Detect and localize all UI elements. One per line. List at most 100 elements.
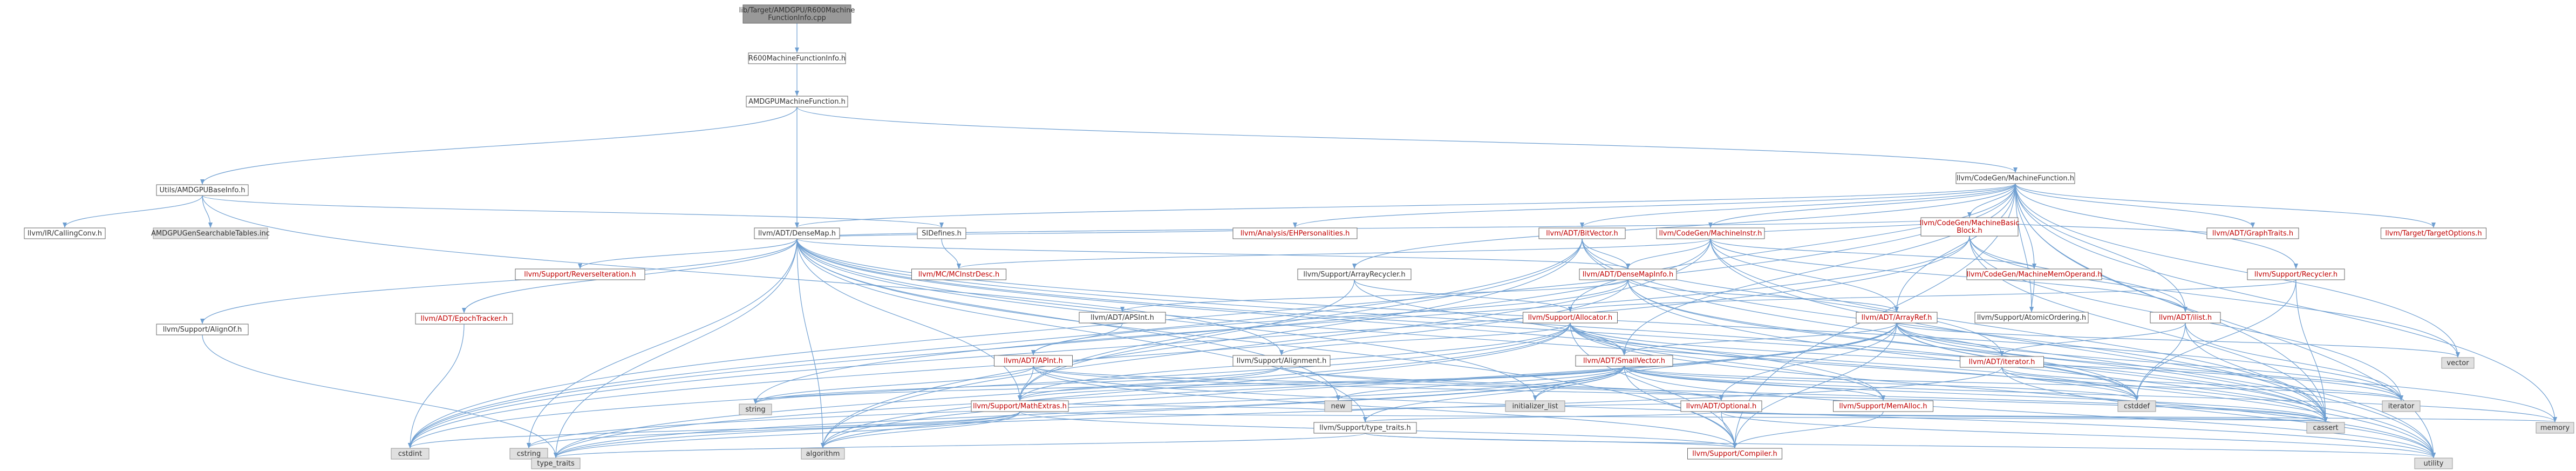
node-mcinstrdesc[interactable]: llvm/MC/MCInstrDesc.h [911,268,1006,280]
edge-mathextras-to-cstdint [408,411,1020,448]
node-mathextras[interactable]: llvm/Support/MathExtras.h [971,400,1069,412]
node-apsint[interactable]: llvm/ADT/APSInt.h [1079,312,1166,324]
edge-recycler-to-cassert [2295,279,2328,422]
node-typetraitsh[interactable]: llvm/Support/type_traits.h [1313,422,1417,434]
node-iterator-label: llvm/ADT/iterator.h [1969,358,2035,366]
edge-arrayref-to-smallvector [1622,322,1897,355]
edge-densemap-to-cstring [527,238,798,448]
node-reverseiter[interactable]: llvm/Support/ReverseIteration.h [515,268,645,280]
node-targetoptions[interactable]: llvm/Target/TargetOptions.h [2381,227,2486,239]
edge-mmo-to-atomicordering [2029,279,2035,312]
edge-optional-to-memory [1721,411,2557,422]
edge-bitvector-to-utility [1582,238,2436,458]
node-compiler[interactable]: llvm/Support/Compiler.h [1687,448,1782,460]
node-r600mfi-box [748,52,846,64]
node-graphtraits[interactable]: llvm/ADT/GraphTraits.h [2206,227,2299,239]
edge-ilist-to-cassert [2185,322,2328,422]
node-memalloc-box [1833,400,1933,412]
node-root: lib/Target/AMDGPU/R600MachineFunctionInf… [739,4,855,24]
edge-densemap-to-cstddef [796,238,2139,401]
node-machineinstr[interactable]: llvm/CodeGen/MachineInstr.h [1656,227,1765,239]
node-alignment[interactable]: llvm/Support/Alignment.h [1232,355,1331,367]
node-vector-label: vector [2446,359,2469,367]
node-bitvector[interactable]: llvm/ADT/BitVector.h [1538,227,1626,239]
node-ehpers[interactable]: llvm/Analysis/EHPersonalities.h [1232,227,1358,239]
edge-alignment-to-optional [1281,366,1723,401]
edge-smallvector-to-initlist [1533,366,1625,401]
node-apsint-box [1079,312,1166,324]
node-root-label: FunctionInfo.cpp [768,14,826,22]
edge-smallvector-to-compiler [1624,366,1737,448]
edge-arrayref-to-compiler [1733,322,1897,448]
node-arrayref[interactable]: llvm/ADT/ArrayRef.h [1856,312,1938,324]
node-sidefines[interactable]: SIDefines.h [917,227,966,239]
edge-arrayref-to-typetraits [554,322,1897,458]
edge-typetraitsh-to-typetraits [554,433,1366,458]
edge-mbb-to-vector [1969,236,2460,358]
node-bitvector-label: llvm/ADT/BitVector.h [1546,230,1618,238]
edge-optional-to-cassert [1721,411,2327,422]
node-iterator[interactable]: llvm/ADT/iterator.h [1960,356,2044,368]
edge-alignment-to-mathextras [1018,366,1282,401]
node-utilsbase-label: Utils/AMDGPUBaseInfo.h [160,186,246,194]
node-densemapinfo[interactable]: llvm/ADT/DenseMapInfo.h [1579,268,1677,280]
node-ilist-box [2150,312,2221,324]
node-ilist-label: llvm/ADT/ilist.h [2159,314,2212,322]
node-machinefunction-label: llvm/CodeGen/MachineFunction.h [1957,174,2074,183]
node-arrayrecycler-box [1297,268,1412,280]
edge-arrayref-to-memory [1896,322,2557,422]
node-ilist[interactable]: llvm/ADT/ilist.h [2150,312,2221,324]
node-initlist: initializer_list [1505,400,1565,412]
node-optional[interactable]: llvm/ADT/Optional.h [1680,400,1762,412]
node-alignof[interactable]: llvm/Support/AlignOf.h [156,324,249,335]
node-typetraits: type_traits [531,457,581,469]
node-atomicordering-box [1974,312,2089,324]
node-densemap[interactable]: llvm/ADT/DenseMap.h [754,227,840,239]
edge-ilist-to-iteratorstd [2185,322,2403,401]
node-utility-label: utility [2424,460,2444,468]
edge-mathextras-to-algorithm [821,411,1020,448]
node-cstdint: cstdint [391,448,430,460]
node-atomicordering[interactable]: llvm/Support/AtomicOrdering.h [1974,312,2089,324]
node-vector: vector [2441,357,2475,369]
node-apint-box [994,355,1073,367]
node-smallvector[interactable]: llvm/ADT/SmallVector.h [1575,355,1673,367]
node-amdgpumf[interactable]: AMDGPUMachineFunction.h [746,96,848,107]
node-cstddef-box [2117,400,2156,412]
node-recycler[interactable]: llvm/Support/Recycler.h [2247,268,2345,280]
node-utilsbase[interactable]: Utils/AMDGPUBaseInfo.h [156,184,249,196]
edge-bitvector-to-cstdint [408,238,1583,448]
edge-mbb-to-densemap [795,217,1970,239]
node-cstring: cstring [509,448,548,460]
node-callingconv[interactable]: llvm/IR/CallingConv.h [24,227,106,239]
edge-densemapinfo-to-cassert [1627,279,2328,422]
edge-recycler-to-cstddef [2135,279,2296,401]
node-epochtracker[interactable]: llvm/ADT/EpochTracker.h [415,313,513,325]
node-allocator[interactable]: llvm/Support/Allocator.h [1523,312,1618,324]
edge-machinefunction-to-allocator [1568,183,2016,312]
edge-allocator-to-utility [1570,322,2436,458]
edge-allocator-to-compiler [1570,322,1737,448]
node-mmo[interactable]: llvm/CodeGen/MachineMemOperand.h [1966,268,2102,280]
nodes: lib/Target/AMDGPU/R600MachineFunctionInf… [24,4,2574,469]
node-memory-label: memory [2540,424,2570,432]
node-cstddef: cstddef [2117,400,2156,412]
node-apint[interactable]: llvm/ADT/APInt.h [994,355,1073,367]
node-iteratorstd-box [2382,400,2421,412]
node-recycler-label: llvm/Support/Recycler.h [2254,271,2338,279]
node-arrayrecycler[interactable]: llvm/Support/ArrayRecycler.h [1297,268,1412,280]
node-gentables-box [153,227,268,239]
node-cstdint-box [391,448,430,460]
edge-smallvector-to-new [1336,366,1625,401]
node-smallvector-label: llvm/ADT/SmallVector.h [1583,357,1665,365]
node-r600mfi[interactable]: R600MachineFunctionInfo.h [748,52,846,64]
edges [63,23,2557,458]
node-mmo-label: llvm/CodeGen/MachineMemOperand.h [1967,271,2102,279]
node-recycler-box [2247,268,2345,280]
node-machinefunction-box [1955,172,2075,184]
node-memalloc[interactable]: llvm/Support/MemAlloc.h [1833,400,1933,412]
edge-machineinstr-to-ilist [1710,238,2187,312]
edge-arrayref-to-iterator [1896,322,2004,356]
node-machinefunction[interactable]: llvm/CodeGen/MachineFunction.h [1955,172,2075,184]
